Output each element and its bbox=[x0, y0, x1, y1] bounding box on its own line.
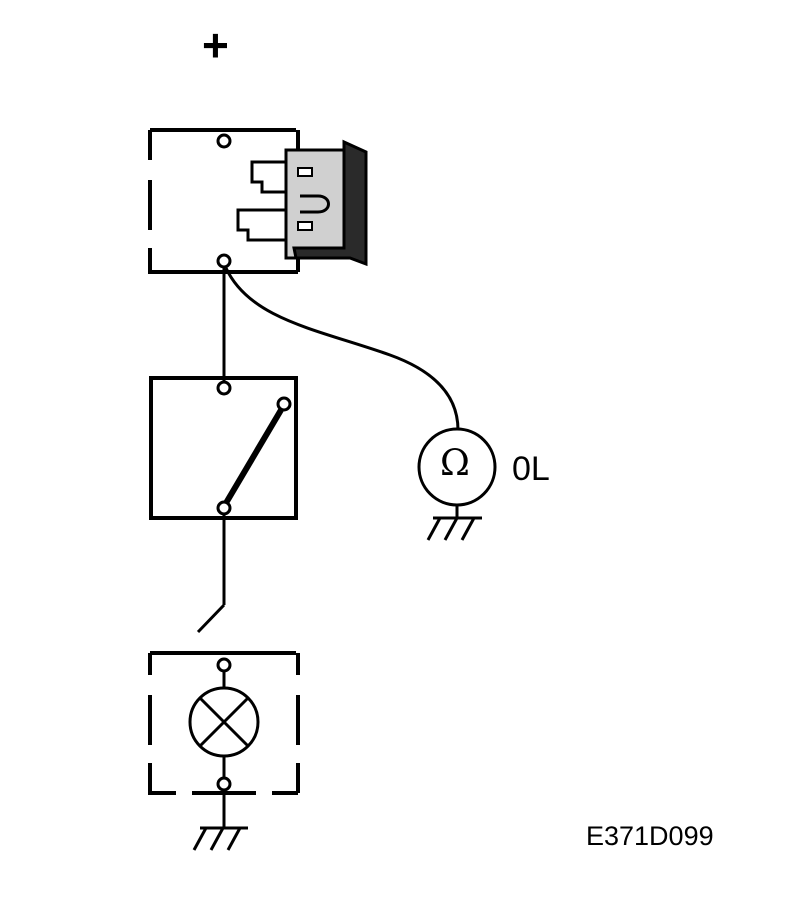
ohm-symbol-icon: Ω bbox=[440, 443, 470, 484]
lamp-ground-icon bbox=[192, 826, 248, 851]
lamp-bottom-terminal bbox=[216, 776, 232, 792]
fuse-top-terminal bbox=[216, 133, 232, 149]
meter-reading: 0L bbox=[512, 450, 550, 488]
wire-break bbox=[196, 603, 226, 634]
fuse-bottom-terminal bbox=[216, 253, 232, 269]
lamp-icon bbox=[188, 686, 260, 758]
ohmmeter bbox=[417, 427, 497, 541]
fuse-box bbox=[148, 128, 300, 274]
figure-code: E371D099 bbox=[586, 821, 714, 851]
switch-top-terminal bbox=[216, 380, 232, 396]
positive-supply-label: + bbox=[202, 19, 229, 71]
blade-fuse-icon bbox=[236, 139, 368, 267]
switch-contact-terminal bbox=[276, 396, 292, 412]
lamp-box bbox=[148, 651, 300, 828]
lamp-top-terminal bbox=[216, 657, 232, 673]
switch-box bbox=[149, 376, 298, 520]
meter-ground-icon bbox=[426, 516, 482, 541]
meter-lead bbox=[224, 267, 460, 431]
switch-blade bbox=[223, 408, 284, 505]
